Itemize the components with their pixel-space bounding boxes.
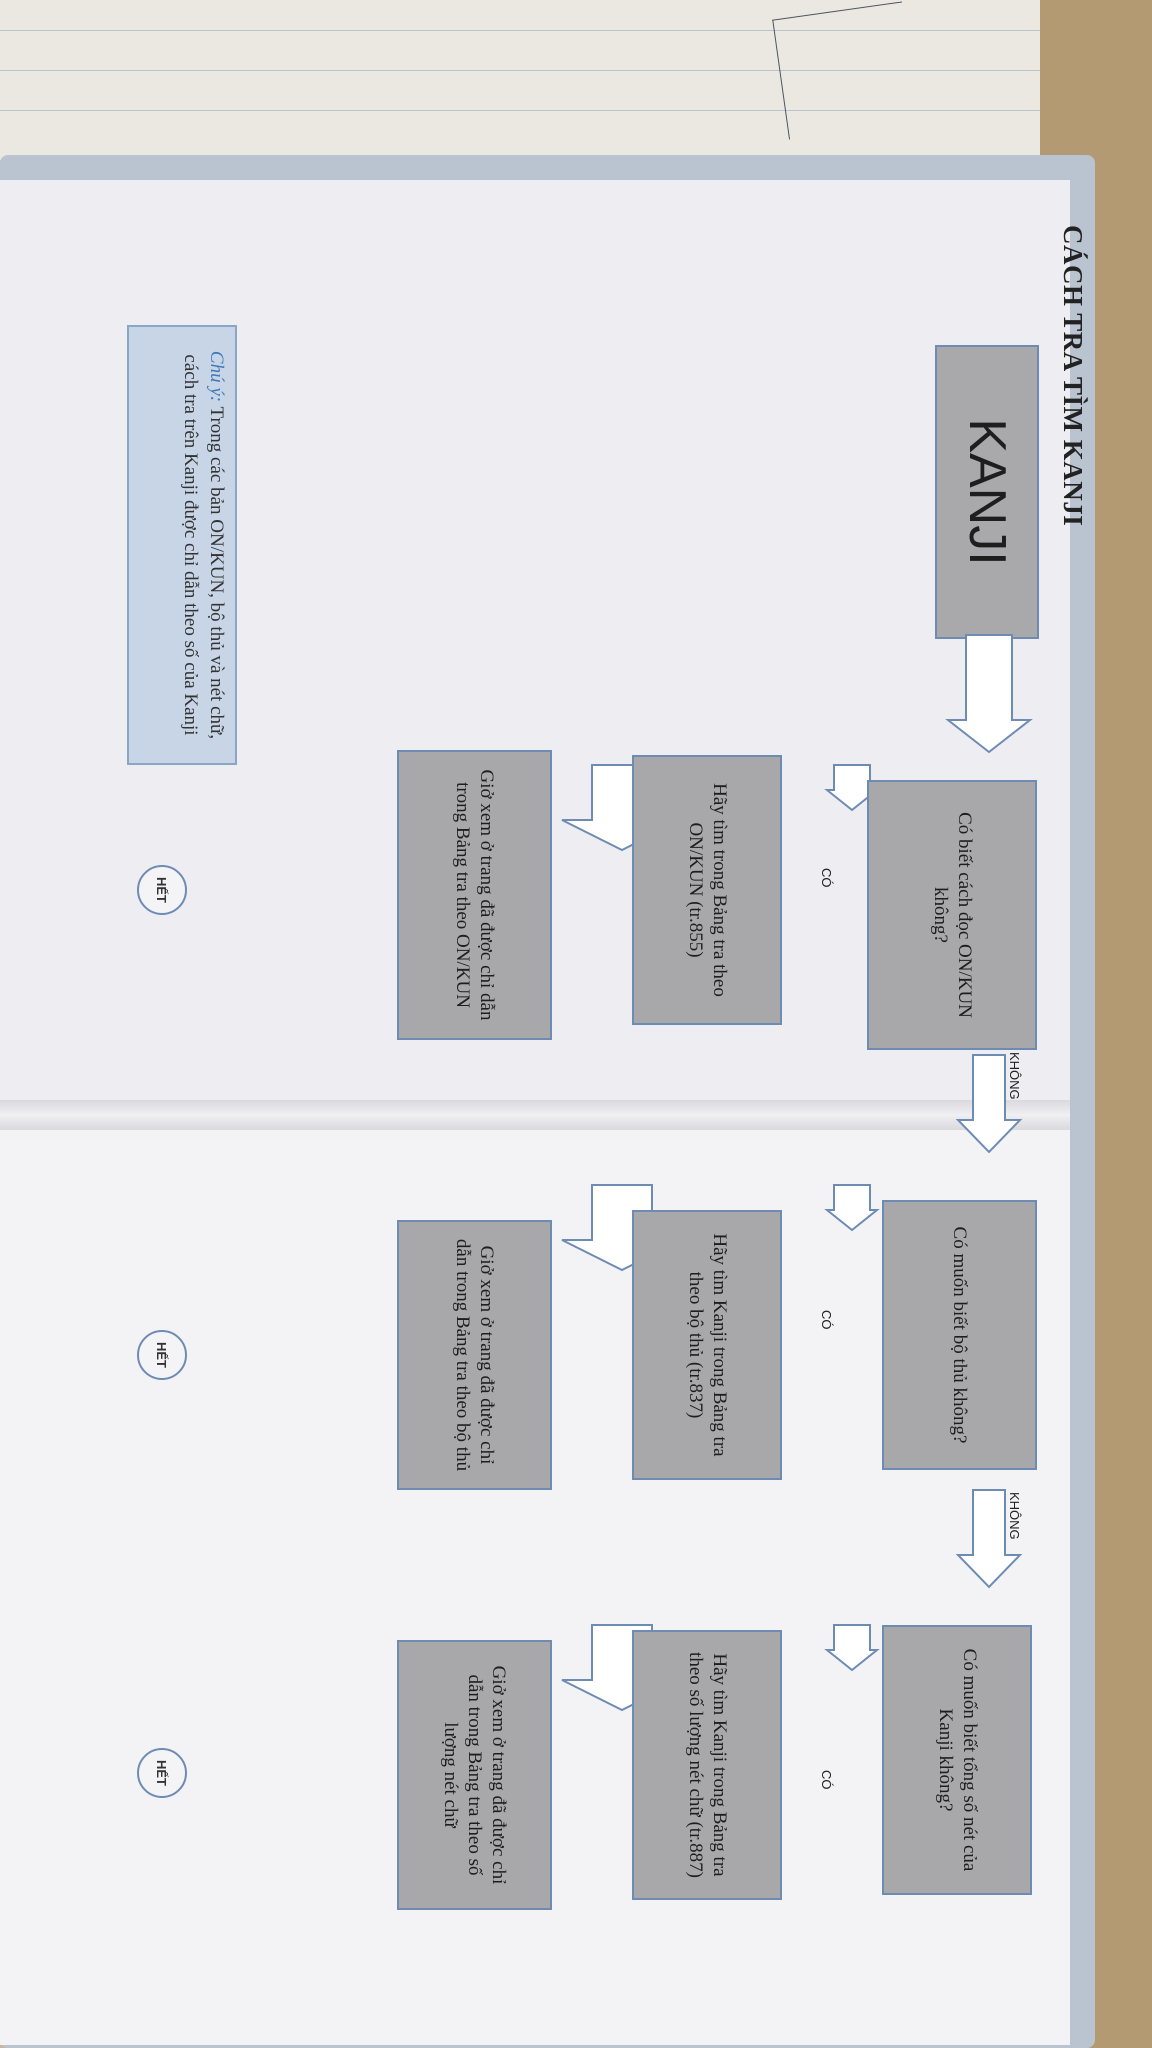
question-box-3: Có muốn biết tổng số nét của Kanji không… (882, 1625, 1032, 1895)
arrow-yes-2 (824, 1184, 880, 1232)
yes-label-3: CÓ (819, 1770, 834, 1790)
end-circle-3: HẾT (137, 1748, 187, 1798)
result-box-1: Giở xem ở trang đã được chỉ dẫn trong Bả… (397, 750, 552, 1040)
result-box-3: Giở xem ở trang đã được chỉ dẫn trong Bả… (397, 1640, 552, 1910)
background-notebook (0, 0, 1152, 160)
arrow-yes-3 (824, 1624, 880, 1672)
action-box-1: Hãy tìm trong Bảng tra theo ON/KUN (tr.8… (632, 755, 782, 1025)
no-label-2: KHÔNG (1007, 1492, 1022, 1540)
arrow-start (945, 634, 1033, 754)
arrow-no-1 (955, 1054, 1023, 1154)
question-box-2: Có muốn biết bộ thủ không? (882, 1200, 1037, 1470)
yes-label-1: CÓ (819, 868, 834, 888)
result-box-2: Giở xem ở trang đã được chỉ dẫn trong Bả… (397, 1220, 552, 1490)
yes-label-2: CÓ (819, 1310, 834, 1330)
no-label-1: KHÔNG (1007, 1052, 1022, 1100)
end-circle-2: HẾT (137, 1330, 187, 1380)
arrow-no-2 (955, 1489, 1023, 1589)
question-box-1: Có biết cách đọc ON/KUN không? (867, 780, 1037, 1050)
action-box-2: Hãy tìm Kanji trong Bảng tra theo bộ thủ… (632, 1210, 782, 1480)
end-circle-1: HẾT (137, 865, 187, 915)
book-spine (0, 1100, 1070, 1130)
action-box-3: Hãy tìm Kanji trong Bảng tra theo số lượ… (632, 1630, 782, 1900)
